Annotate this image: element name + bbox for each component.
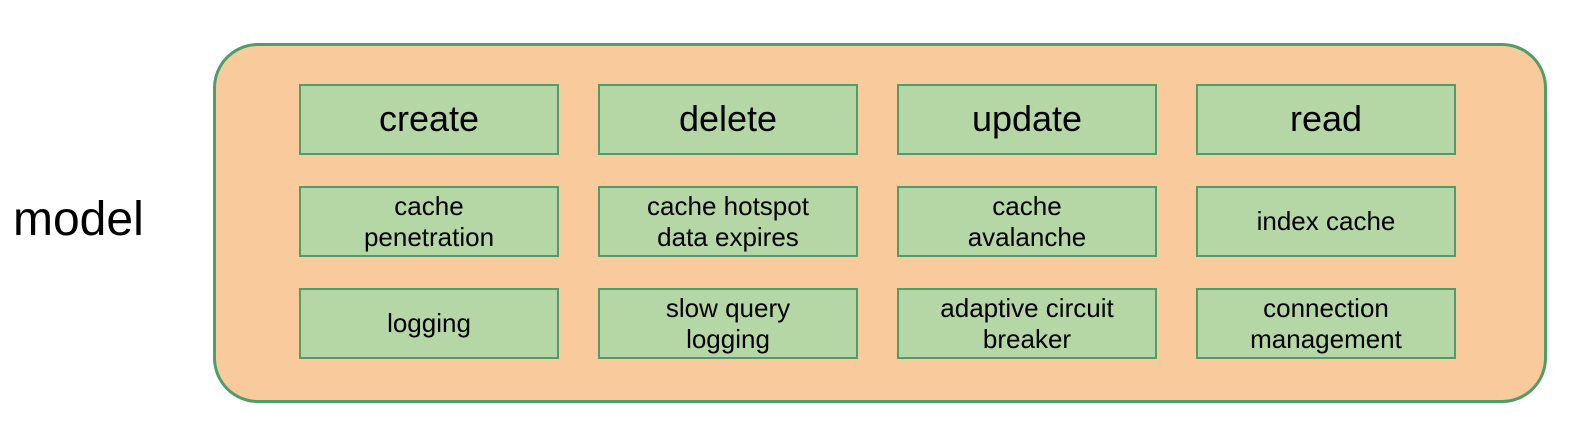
node-index-cache: index cache <box>1196 186 1456 257</box>
node-connection-management: connection management <box>1196 288 1456 359</box>
node-cache-penetration: cache penetration <box>299 186 559 257</box>
node-slow-query-logging: slow query logging <box>598 288 858 359</box>
node-cache-hotspot-data-expires: cache hotspot data expires <box>598 186 858 257</box>
model-label: model <box>13 193 144 246</box>
node-grid: create delete update read cache penetrat… <box>216 46 1544 400</box>
model-container: create delete update read cache penetrat… <box>213 43 1547 403</box>
node-create: create <box>299 84 559 155</box>
node-adaptive-circuit-breaker: adaptive circuit breaker <box>897 288 1157 359</box>
node-delete: delete <box>598 84 858 155</box>
node-update: update <box>897 84 1157 155</box>
node-cache-avalanche: cache avalanche <box>897 186 1157 257</box>
node-logging: logging <box>299 288 559 359</box>
node-read: read <box>1196 84 1456 155</box>
